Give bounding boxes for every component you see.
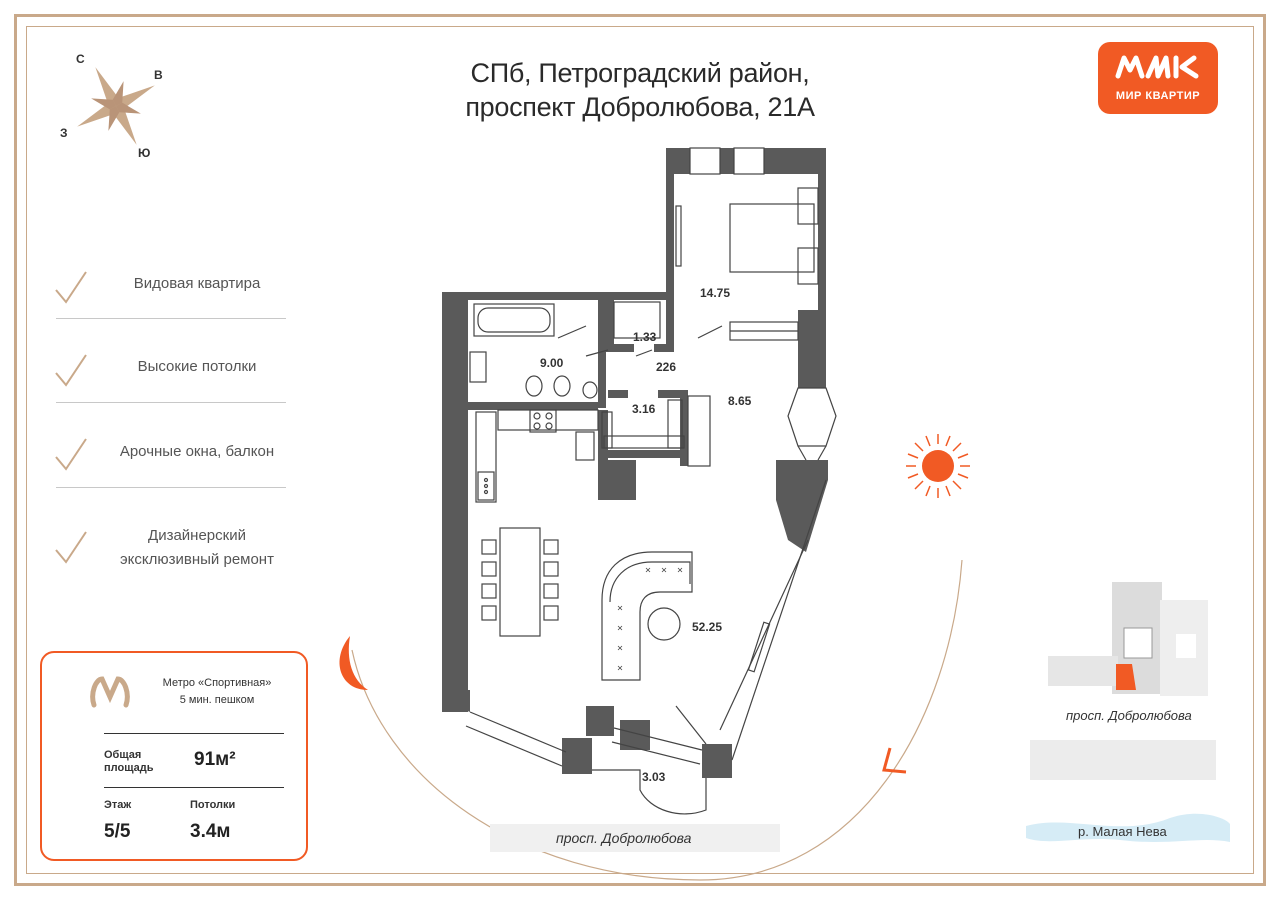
room-area-balcony: 3.03 (642, 770, 666, 784)
info-divider (104, 787, 284, 788)
feature-label: Видовая квартира (133, 275, 261, 292)
compass: С В З Ю (52, 48, 182, 168)
site-map (1026, 582, 1230, 842)
area-value: 91м² (194, 749, 236, 770)
metro-name: Метро «Спортивная» (162, 677, 272, 689)
checkmark-icon (55, 271, 87, 304)
room-area-corridor: 8.65 (728, 394, 752, 408)
feature-divider (56, 487, 286, 488)
checkmark-icon (55, 438, 87, 471)
checkmark-icon (55, 354, 87, 387)
room-area-bedroom: 14.75 (700, 286, 731, 300)
brand-logo[interactable]: МИР КВАРТИР (1098, 42, 1218, 114)
compass-east: В (154, 68, 163, 82)
ceiling-label: Потолки (190, 799, 236, 811)
title-line-2: проспект Добролюбова, 21А (465, 92, 815, 122)
room-area-wc: 1.33 (633, 330, 657, 344)
logo-mark-icon (1115, 55, 1199, 79)
area-label: Общая площадь (104, 749, 153, 775)
inner-frame (26, 26, 1254, 874)
feature-divider (56, 318, 286, 319)
room-area-closet: 3.16 (632, 402, 656, 416)
outer-frame (14, 14, 1266, 886)
compass-west: З (60, 126, 68, 140)
feature-label: Высокие потолки (137, 358, 257, 375)
title-line-1: СПб, Петроградский район, (470, 58, 810, 88)
sun-path-arc (351, 559, 963, 881)
area-label-line-2: площадь (104, 762, 154, 774)
info-card: Метро «Спортивная» 5 мин. пешком Общая п… (40, 651, 308, 861)
feature-item: Дизайнерский эксклюзивный ремонт (52, 527, 292, 578)
feature-label: Арочные окна, балкон (119, 443, 275, 460)
room-area-hall: 226 (656, 360, 677, 374)
ceiling-value: 3.4м (190, 821, 231, 842)
feature-label-line-1: Дизайнерский (148, 527, 246, 544)
area-label-line-1: Общая (104, 749, 142, 761)
page-title: СПб, Петроградский район, проспект Добро… (420, 56, 860, 124)
feature-label: Дизайнерский эксклюзивный ремонт (102, 524, 292, 572)
floor-value: 5/5 (104, 821, 131, 842)
map-street-label: просп. Добролюбова (1066, 708, 1192, 723)
street-label-bottom: просп. Добролюбова (556, 830, 692, 846)
checkmark-icon (55, 531, 87, 564)
map-river-label: р. Малая Нева (1078, 824, 1167, 839)
street-band (490, 824, 780, 852)
logo-text: МИР КВАРТИР (1115, 90, 1201, 102)
room-area-living: 52.25 (692, 620, 723, 634)
compass-rose-icon (77, 67, 155, 145)
metro-walk-time: 5 мин. пешком (179, 694, 255, 706)
metro-icon (90, 676, 130, 708)
feature-item: Видовая квартира (52, 268, 292, 318)
compass-south: Ю (138, 146, 151, 160)
walls (442, 148, 828, 778)
feature-label-line-2: эксклюзивный ремонт (120, 551, 274, 568)
feature-divider (56, 402, 286, 403)
feature-item: Высокие потолки (52, 351, 292, 401)
moon-icon (339, 636, 368, 690)
room-area-bathroom: 9.00 (540, 356, 564, 370)
compass-north: С (76, 52, 85, 66)
info-divider (104, 733, 284, 734)
floor-label: Этаж (104, 799, 132, 811)
direction-arrow-icon (882, 747, 907, 774)
feature-item: Арочные окна, балкон (52, 435, 292, 485)
sun-icon (906, 434, 970, 498)
